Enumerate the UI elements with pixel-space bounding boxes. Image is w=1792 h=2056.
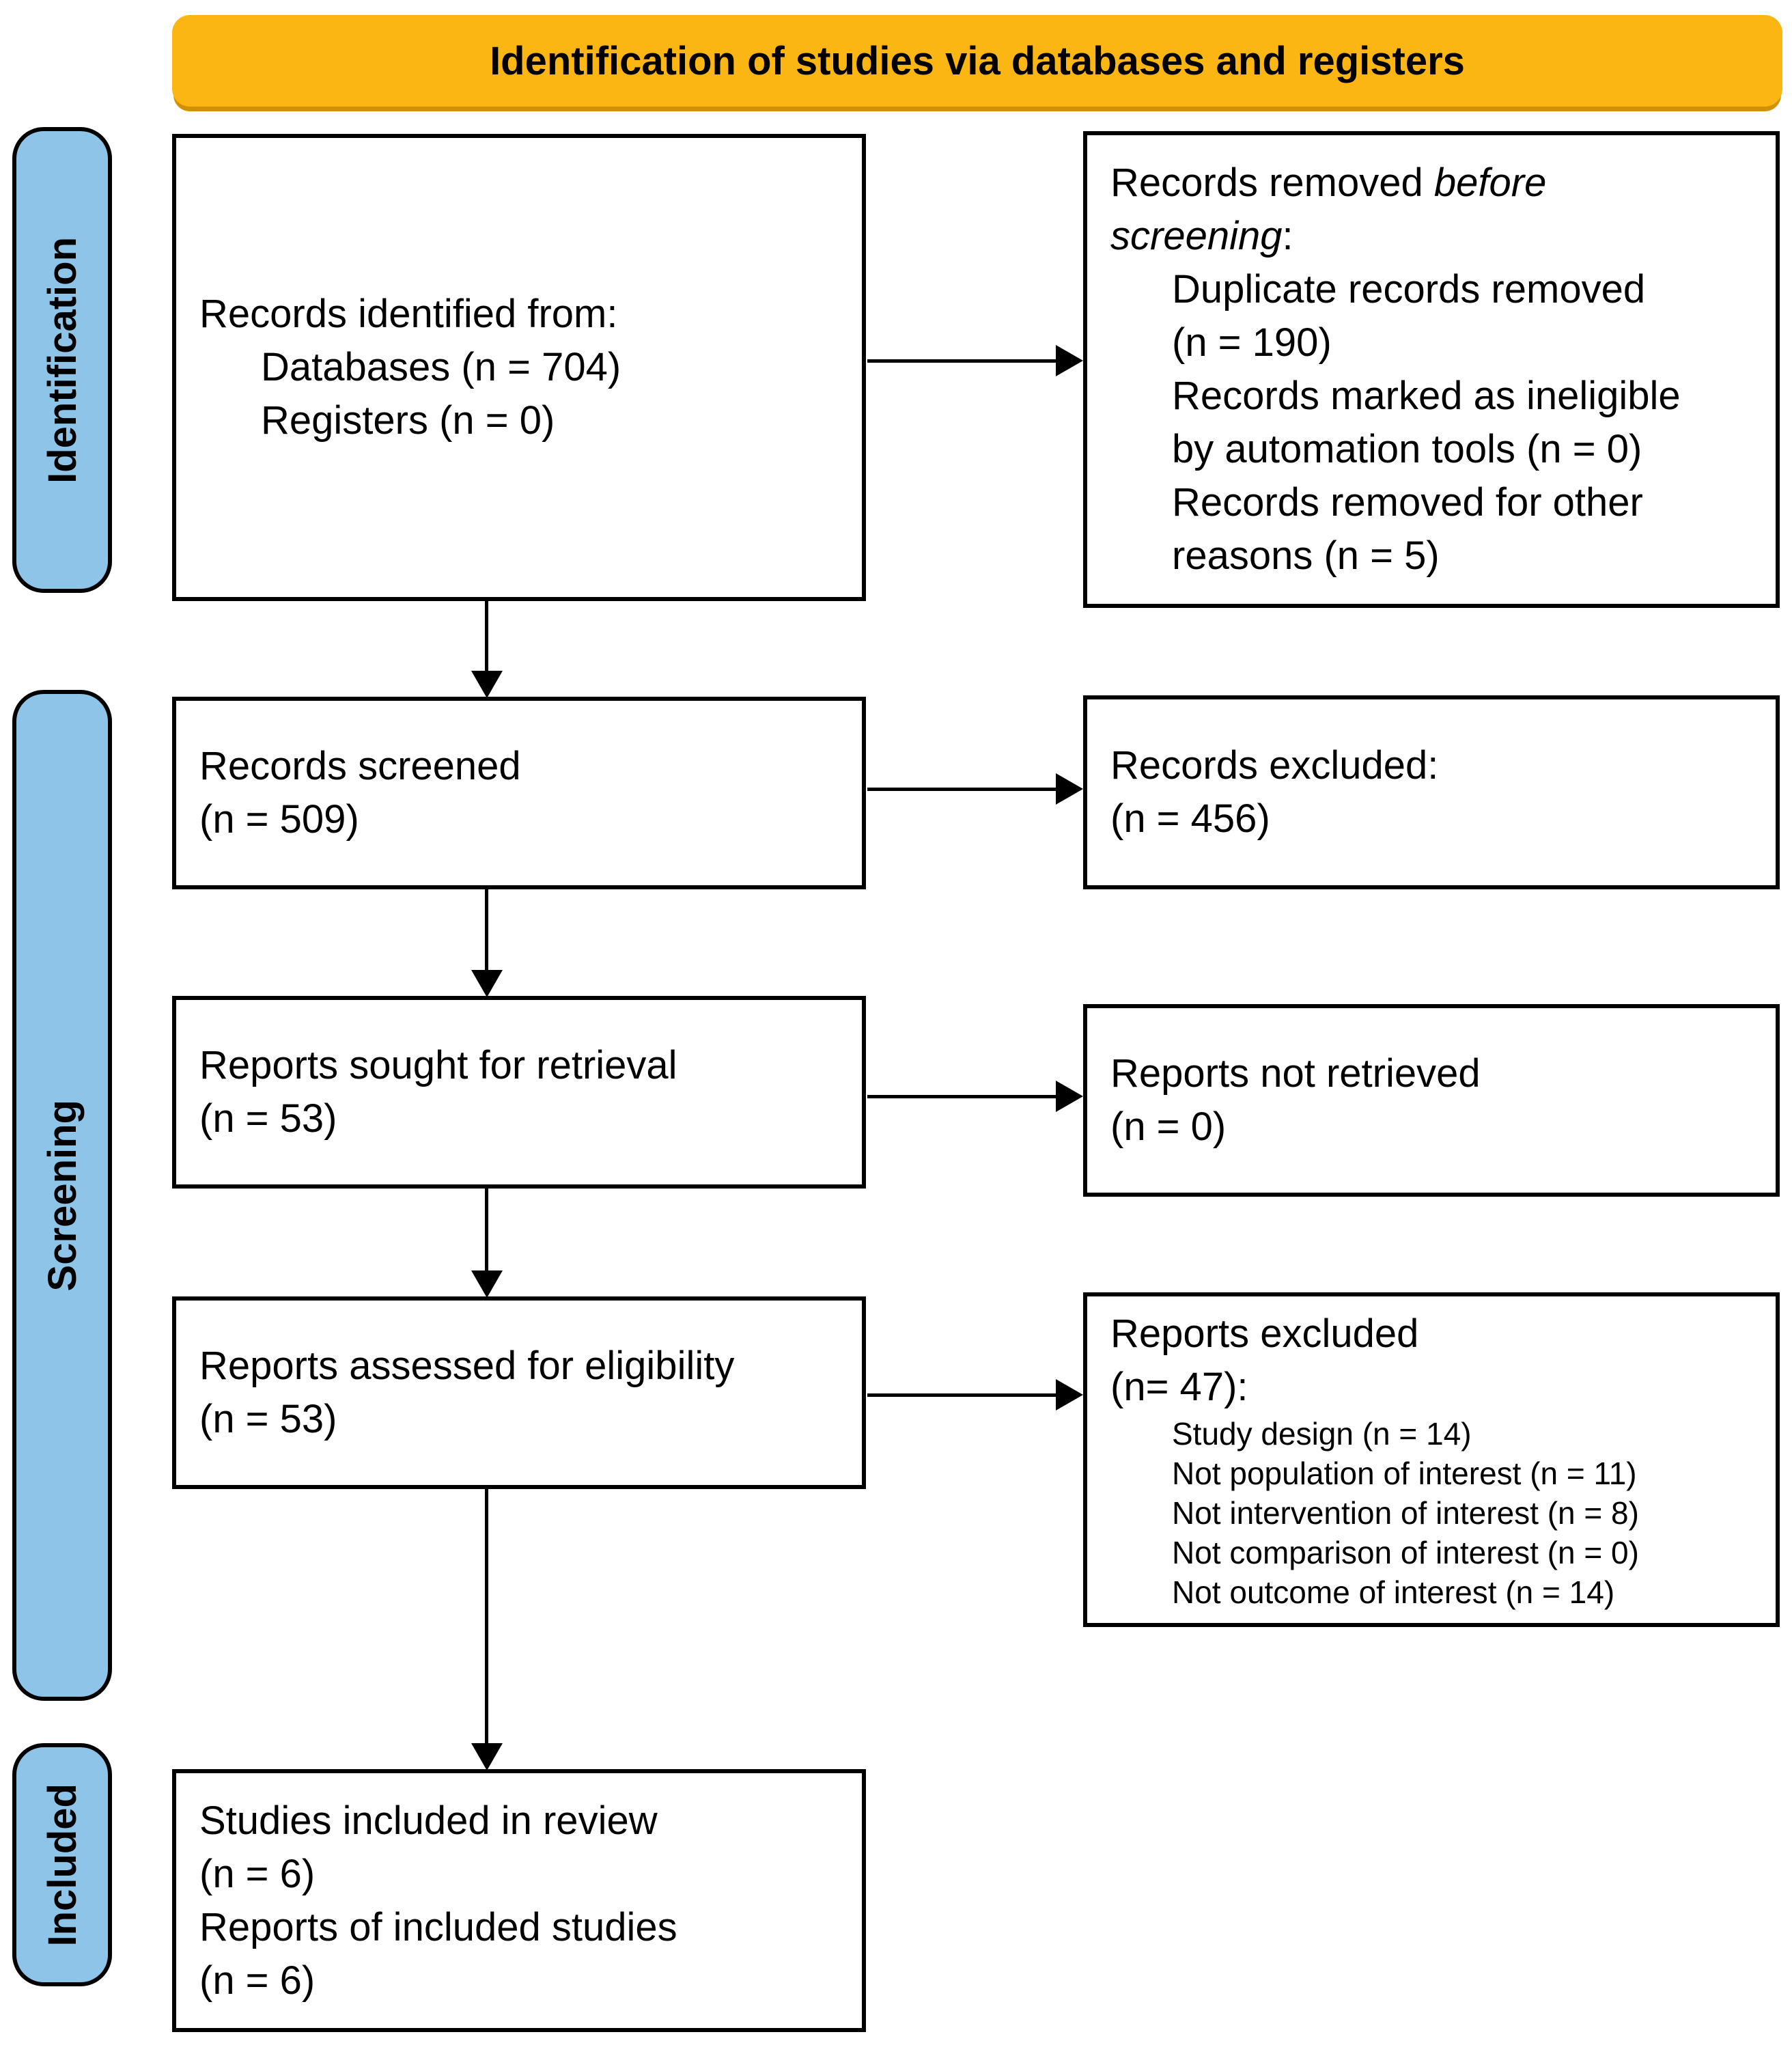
text-line: (n = 509) — [199, 797, 359, 842]
text-line: (n= 47): — [1110, 1365, 1248, 1409]
stage-label-identification: Identification — [12, 127, 112, 593]
text-line: (n = 456) — [1110, 796, 1270, 841]
text-line: Records marked as ineligible — [1172, 374, 1681, 418]
text-line: Studies included in review — [199, 1798, 658, 1843]
arrow-head-assessed-to-reports-excluded — [1056, 1379, 1083, 1411]
stage-label-included: Included — [12, 1743, 112, 1986]
arrow-line-screened-to-excluded — [867, 788, 1057, 791]
text-line: Databases (n = 704) — [261, 345, 621, 389]
box-records-screened: Records screened (n = 509) — [172, 697, 866, 889]
arrow-head-identified-to-removed — [1056, 345, 1083, 376]
text-line: Reports of included studies — [199, 1904, 677, 1949]
text-line: screening: — [1110, 214, 1293, 258]
arrow-head-assessed-to-included — [471, 1743, 503, 1770]
box-reports-assessed: Reports assessed for eligibility (n = 53… — [172, 1296, 866, 1489]
text-line: Records excluded: — [1110, 743, 1439, 788]
text-line: (n = 6) — [199, 1851, 316, 1896]
arrow-line-sought-to-assessed — [485, 1189, 488, 1270]
text-line: Not intervention of interest (n = 8) — [1172, 1495, 1639, 1531]
arrow-head-screened-to-excluded — [1056, 773, 1083, 805]
stage-label-text: Included — [40, 1783, 85, 1947]
arrow-line-assessed-to-included — [485, 1489, 488, 1743]
arrow-head-identified-to-screened — [471, 671, 503, 698]
banner-title: Identification of studies via databases … — [490, 38, 1465, 83]
text-line: reasons (n = 5) — [1172, 533, 1440, 578]
arrow-line-identified-to-screened — [485, 601, 488, 672]
arrow-line-screened-to-sought — [485, 889, 488, 970]
box-records-removed-before-screening: Records removed before screening: Duplic… — [1083, 131, 1780, 608]
text-line: Reports sought for retrieval — [199, 1043, 677, 1087]
box-records-excluded: Records excluded: (n = 456) — [1083, 695, 1780, 889]
text-line: Reports not retrieved — [1110, 1051, 1481, 1096]
text-line: Duplicate records removed — [1172, 267, 1646, 311]
box-studies-included: Studies included in review (n = 6) Repor… — [172, 1769, 866, 2032]
stage-label-text: Identification — [40, 236, 85, 484]
text-line: Records removed for other — [1172, 480, 1643, 525]
text-line: Study design (n = 14) — [1172, 1416, 1472, 1451]
box-records-identified: Records identified from: Databases (n = … — [172, 134, 866, 601]
text-line: Not population of interest (n = 11) — [1172, 1456, 1637, 1491]
text-line: Records identified from: — [199, 292, 618, 336]
arrow-head-sought-to-not-retrieved — [1056, 1081, 1083, 1112]
text-line: Records screened — [199, 744, 521, 788]
italic-text: before — [1433, 161, 1547, 205]
arrow-head-screened-to-sought — [471, 970, 503, 997]
arrow-line-assessed-to-reports-excluded — [867, 1393, 1057, 1397]
box-reports-excluded: Reports excluded (n= 47): Study design (… — [1083, 1292, 1780, 1627]
text-line: Registers (n = 0) — [261, 398, 555, 443]
italic-text: screening — [1110, 214, 1283, 258]
text-line: Reports excluded — [1110, 1311, 1419, 1356]
text-line: (n = 53) — [199, 1397, 337, 1441]
text-line: Reports assessed for eligibility — [199, 1344, 735, 1388]
arrow-line-sought-to-not-retrieved — [867, 1095, 1057, 1098]
box-reports-sought: Reports sought for retrieval (n = 53) — [172, 996, 866, 1189]
text-line: (n = 53) — [199, 1096, 337, 1141]
text-line: Not outcome of interest (n = 14) — [1172, 1574, 1615, 1610]
arrow-head-sought-to-assessed — [471, 1270, 503, 1298]
text-line: (n = 6) — [199, 1958, 316, 2003]
arrow-line-identified-to-removed — [867, 359, 1057, 363]
text-line: by automation tools (n = 0) — [1172, 427, 1642, 471]
stage-label-text: Screening — [40, 1099, 85, 1292]
text-line: Not comparison of interest (n = 0) — [1172, 1535, 1639, 1570]
banner-identification-of-studies: Identification of studies via databases … — [172, 15, 1782, 107]
box-reports-not-retrieved: Reports not retrieved (n = 0) — [1083, 1004, 1780, 1197]
text-line: (n = 0) — [1110, 1105, 1227, 1149]
text-line: Records removed before — [1110, 161, 1547, 205]
text-line: (n = 190) — [1172, 320, 1332, 365]
stage-label-screening: Screening — [12, 690, 112, 1701]
